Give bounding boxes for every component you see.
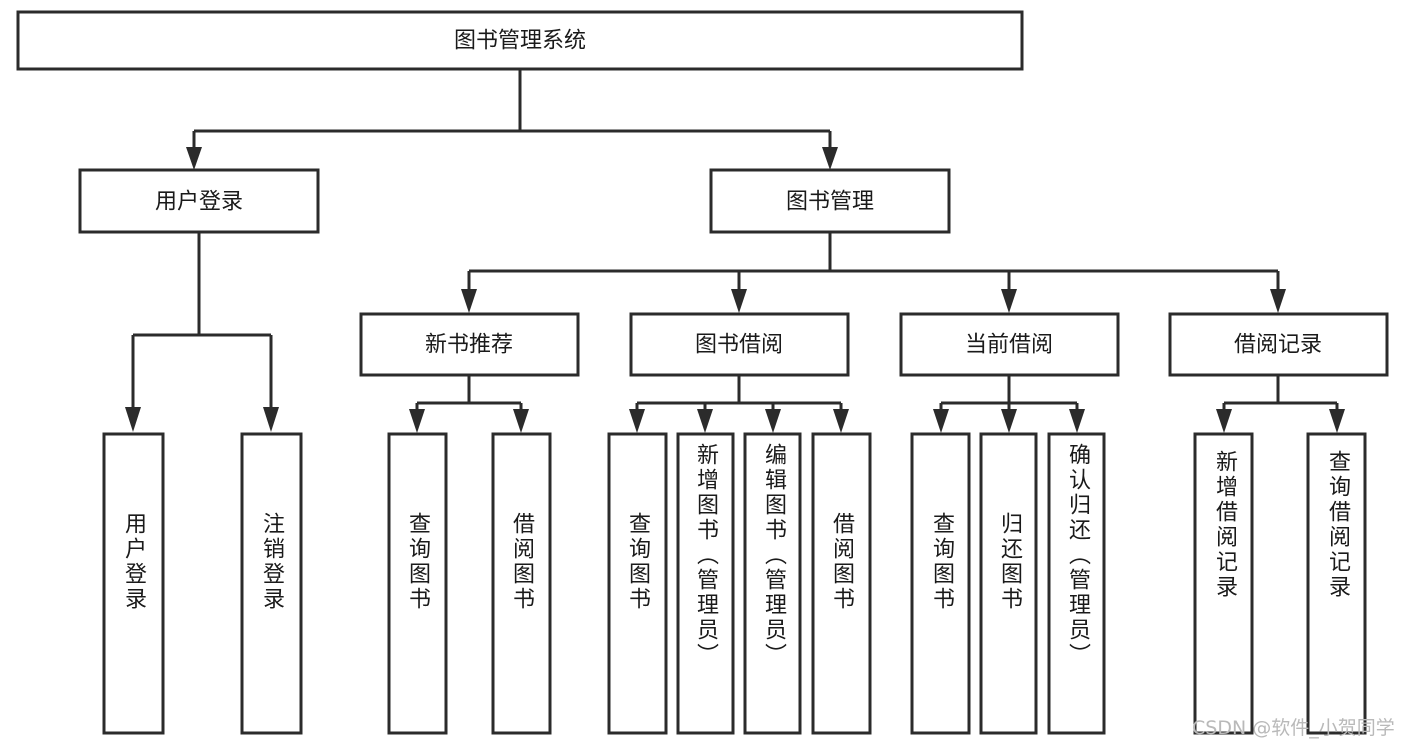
arrow-leaf-currentborrow-3: [1069, 409, 1085, 433]
node-leaf-currentborrow-return[interactable]: [979, 432, 1038, 735]
node-book-management-label: 图书管理: [786, 190, 874, 215]
node-current-borrow-label: 当前借阅: [965, 333, 1053, 358]
node-leaf-bookborrow-edit[interactable]: [743, 432, 802, 735]
arrow-leaf-borrowrecord-1: [1216, 409, 1232, 433]
node-leaf-borrowrecord-add[interactable]: [1193, 432, 1254, 735]
node-book-borrow[interactable]: [629, 312, 850, 377]
node-book-borrow-label: 图书借阅: [695, 333, 783, 358]
arrow-leaf-currentborrow-1: [933, 409, 949, 433]
node-user-login[interactable]: [78, 168, 320, 234]
arrow-leaf-user-login: [125, 407, 141, 432]
node-layer: 图书管理系统 用户登录 图书管理 新书推荐 图书借阅 当前借阅 借阅记录: [16, 10, 1389, 735]
arrow-to-book-borrow: [731, 289, 747, 313]
node-leaf-user-login[interactable]: [102, 432, 165, 735]
node-leaf-currentborrow-confirm[interactable]: [1047, 432, 1106, 735]
arrow-to-book-mgmt: [822, 147, 838, 170]
node-leaf-bookborrow-borrow[interactable]: [811, 432, 872, 735]
arrow-leaf-currentborrow-2: [1001, 409, 1017, 433]
node-leaf-bookborrow-query[interactable]: [607, 432, 668, 735]
node-root-label: 图书管理系统: [454, 29, 586, 54]
node-leaf-borrowrecord-query[interactable]: [1306, 432, 1367, 735]
arrow-leaf-bookborrow-3: [765, 409, 781, 433]
arrow-leaf-bookborrow-2: [697, 409, 713, 433]
arrow-to-new-book: [461, 289, 477, 313]
node-current-borrow[interactable]: [899, 312, 1120, 377]
node-borrow-record[interactable]: [1168, 312, 1389, 377]
arrow-leaf-bookborrow-1: [629, 409, 645, 433]
node-new-book-recommend[interactable]: [359, 312, 580, 377]
node-borrow-record-label: 借阅记录: [1234, 333, 1322, 358]
node-new-book-recommend-label: 新书推荐: [425, 333, 513, 358]
node-root-book-system[interactable]: [16, 10, 1024, 71]
arrow-leaf-logout: [263, 407, 279, 432]
node-user-login-label: 用户登录: [155, 190, 243, 215]
watermark-csdn: CSDN @软件_小贺同学: [1192, 717, 1395, 739]
arrow-leaf-newbook-2: [513, 409, 529, 433]
arrow-to-user-login: [186, 147, 202, 170]
node-leaf-bookborrow-add[interactable]: [676, 432, 735, 735]
arrow-to-current-borrow: [1001, 289, 1017, 313]
arrow-leaf-newbook-1: [409, 409, 425, 433]
node-book-management[interactable]: [709, 168, 951, 234]
node-leaf-newbook-query[interactable]: [387, 432, 448, 735]
node-leaf-currentborrow-query[interactable]: [910, 432, 971, 735]
arrow-leaf-borrowrecord-2: [1329, 409, 1345, 433]
arrow-to-borrow-record: [1270, 289, 1286, 313]
node-leaf-logout[interactable]: [240, 432, 303, 735]
connector-layer: [125, 69, 1345, 433]
arrow-leaf-bookborrow-4: [833, 409, 849, 433]
node-leaf-newbook-borrow[interactable]: [491, 432, 552, 735]
